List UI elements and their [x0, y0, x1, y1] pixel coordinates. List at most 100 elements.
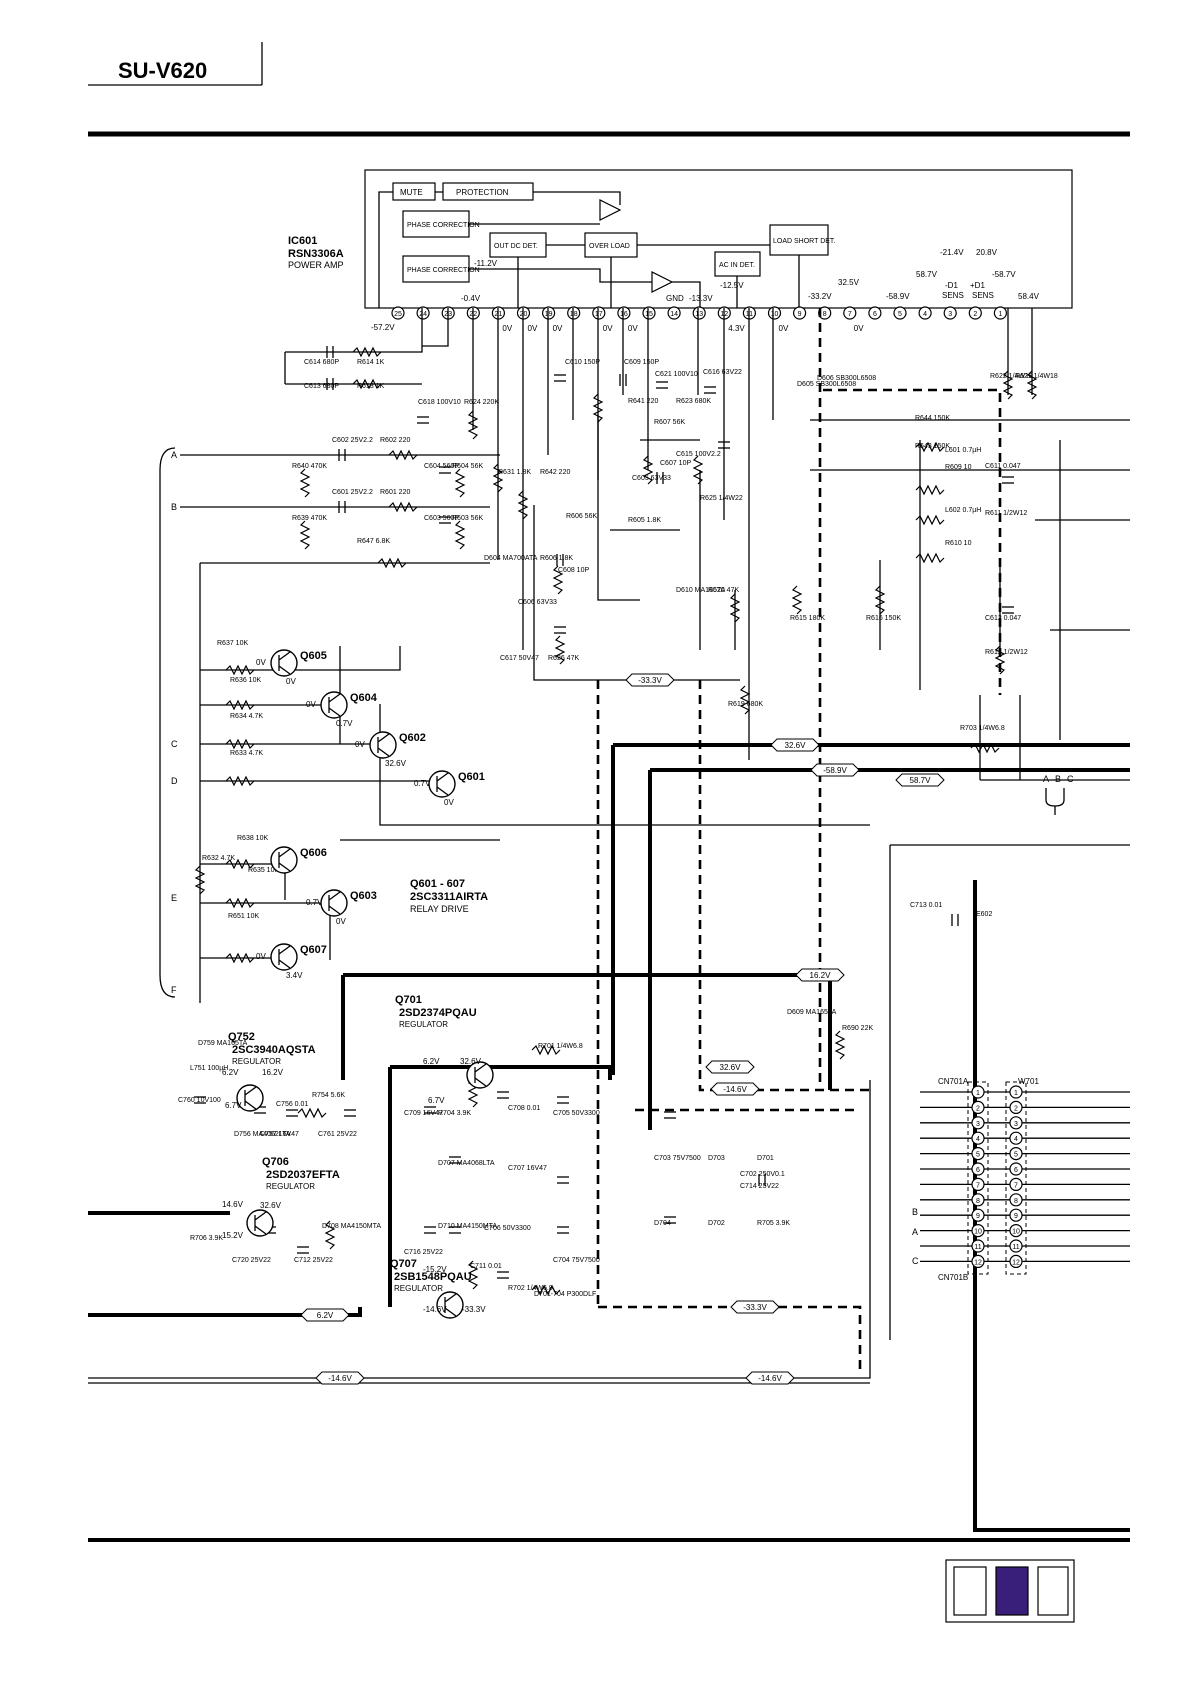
component-label: R633 4.7K — [230, 750, 263, 757]
rail-tag-value: -58.9V — [823, 766, 847, 775]
ic601-pin — [868, 306, 882, 320]
component-label: R637 10K — [217, 640, 248, 647]
transistor-base-voltage: 0V — [256, 952, 266, 961]
ic-signal-traces — [180, 308, 1033, 760]
rail-tag-value: 32.6V — [785, 741, 807, 750]
ic601-desc: POWER AMP — [288, 260, 344, 270]
rail-16v — [341, 973, 832, 1090]
input-b: B — [171, 502, 177, 512]
regulator-desc: REGULATOR — [232, 1057, 281, 1066]
ic-voltage: 32.5V — [838, 278, 860, 287]
resistor — [225, 738, 255, 750]
node-voltage: -33.3V — [462, 1305, 486, 1314]
component-label: C610 150P — [565, 359, 600, 366]
transistor-ref: Q603 — [350, 890, 377, 902]
component-label: R614 1K — [357, 359, 385, 366]
component-label: R625 1/4W22 — [700, 495, 743, 502]
transistor — [270, 649, 298, 677]
component-label: R644 150K — [915, 415, 950, 422]
regulator-transistor — [236, 1084, 264, 1112]
component-label: R631 1.8K — [498, 469, 531, 476]
resistor — [729, 593, 741, 623]
transistor-ref: Q601 — [458, 771, 485, 783]
transistor-base-voltage: 0V — [355, 740, 365, 749]
component-label: D759 MA165TA — [198, 1040, 248, 1047]
ic601-pin — [792, 306, 807, 320]
component-label: L602 0.7µH — [945, 507, 981, 514]
component-label: C602 25V2.2 — [332, 437, 373, 444]
transistor — [270, 943, 298, 971]
component-label: R623 680K — [676, 398, 711, 405]
input-c: C — [171, 739, 178, 749]
resistor — [531, 1284, 561, 1296]
component-label: R609 10 — [945, 464, 972, 471]
ic601-pin-voltage: 4.3V — [728, 324, 745, 333]
rail-32v — [611, 743, 1130, 1130]
bus-right — [889, 844, 1130, 1340]
sens-label-1: SENS — [942, 291, 964, 300]
component-label: R705 3.9K — [757, 1220, 790, 1227]
resistor — [1002, 370, 1014, 400]
connector-pin-number: 2 — [976, 1105, 980, 1112]
resistor — [994, 645, 1006, 675]
component-label: C713 0.01 — [910, 902, 942, 909]
color-swatches — [945, 1559, 1075, 1623]
ic601-pin-number: 15 — [645, 311, 653, 318]
ic601-part: RSN3306A — [288, 248, 344, 260]
regulator-leads — [244, 1086, 257, 1110]
regulator-ref: Q706 — [262, 1156, 289, 1168]
component-label: R610 10 — [945, 540, 972, 547]
rail-tag — [895, 773, 945, 787]
capacitor-symbols — [194, 346, 1014, 1279]
rail-58v — [979, 695, 1130, 781]
conn-side-b: B — [912, 1207, 918, 1217]
component-label: C603 560P — [424, 515, 459, 522]
rail-tag-value: -14.6V — [723, 1085, 747, 1094]
ic-voltage: -33.2V — [808, 292, 832, 301]
w701-housing — [1005, 1081, 1027, 1275]
ac-in-det-block — [714, 251, 761, 277]
transistor-leads — [328, 693, 341, 717]
w701-label: W701 — [1018, 1077, 1039, 1086]
component-label: C621 100V10 — [655, 371, 698, 378]
transistor-ref: Q606 — [300, 847, 327, 859]
connector-pin-number: 5 — [1014, 1152, 1018, 1159]
transistor-ref: Q604 — [350, 692, 378, 704]
resistor — [915, 441, 945, 453]
component-label: R626 47K — [548, 655, 579, 662]
abc-a: A — [1043, 774, 1049, 784]
relay-drive-traces — [199, 563, 870, 1003]
connector-pin-number: 12 — [974, 1259, 982, 1266]
component-label: C756 0.01 — [276, 1101, 308, 1108]
component-label: D702 — [708, 1220, 725, 1227]
component-label: C618 100V10 — [418, 399, 461, 406]
gnd-label: GND — [666, 294, 684, 303]
cn701-housing — [967, 1081, 989, 1275]
transistor-emitter-voltage: 32.6V — [385, 759, 407, 768]
node-voltage: 15.2V — [222, 1231, 244, 1240]
component-label: D609 MA165TA — [787, 1009, 837, 1016]
resistor — [467, 1260, 479, 1290]
ic601-pin-number: 3 — [948, 311, 952, 318]
component-label: R636 10K — [230, 677, 261, 684]
rail-tag — [810, 763, 860, 777]
regulator-transistor — [436, 1291, 464, 1319]
relay-drive-refs: Q601 - 607 — [410, 878, 465, 890]
ic-voltage: -57.2V — [371, 323, 395, 332]
component-label: R702 1/4W6.8 — [508, 1285, 553, 1292]
ic601-pin — [767, 306, 782, 320]
resistor — [834, 1030, 846, 1060]
resistor — [915, 484, 945, 496]
component-label: R606 1.8K — [540, 555, 573, 562]
over-load-block — [584, 232, 638, 258]
dashed-rails — [596, 308, 1002, 1375]
resistor — [492, 463, 504, 493]
transistor-leads — [278, 945, 291, 969]
ic601-pin-number: 9 — [798, 311, 802, 318]
ic601-pin-number: 17 — [595, 311, 603, 318]
component-label: R612 1/2W12 — [985, 649, 1028, 656]
transistor-emitter-voltage: 0V — [336, 917, 346, 926]
component-label: C757 16V47 — [260, 1131, 299, 1138]
rail-voltage-tags: -33.3V32.6V-58.9V58.7V16.2V32.6V-14.6V-3… — [222, 673, 945, 1385]
component-label: C604 560P — [424, 463, 459, 470]
